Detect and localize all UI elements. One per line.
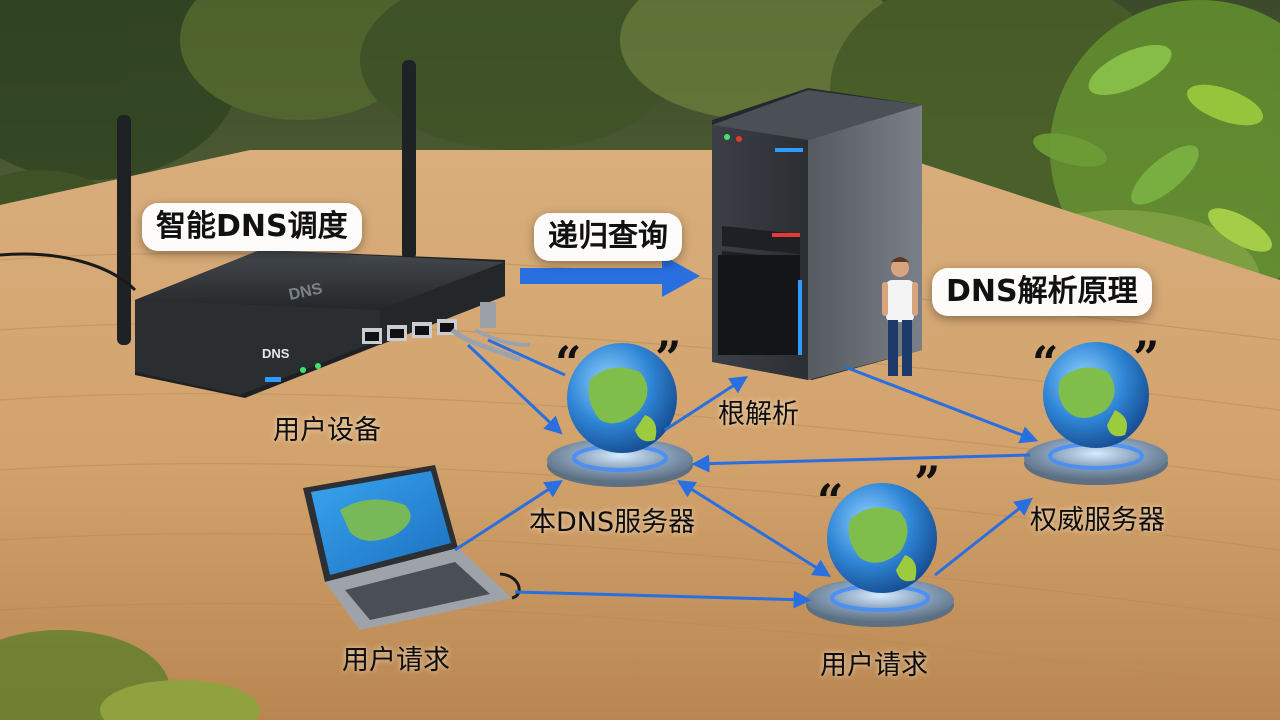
authoritative-server-label: 权威服务器 [1030,505,1165,536]
globe-icon-authoritative [1043,342,1149,448]
root-resolution-label: 根解析 [718,399,799,430]
arrow-router-to-server [487,338,566,377]
user-request-laptop-label: 用户请求 [342,645,450,676]
arrow-server-to-authoritative [844,365,1039,444]
user-request-globe-label: 用户请求 [820,650,928,681]
router-top-mark: DNS [287,280,324,304]
arrow-laptop-to-user-globe [514,590,812,609]
user-device-label: 用户设备 [273,415,381,446]
person-icon [882,257,918,376]
arrow-authoritative-to-local-dns [691,453,1031,473]
globe-pedestal-user-request [806,578,954,627]
recursive-query-callout: 递归查询 [534,213,682,261]
globe-pedestal-local-dns [547,438,693,487]
globe-pedestal-authoritative [1024,436,1168,485]
open-quote-authoritative: “ [1032,336,1059,390]
router-front-mark: DNS [262,346,290,361]
laptop-icon [303,465,521,630]
server-tower-icon [712,88,922,380]
dns-principle-callout: DNS解析原理 [932,268,1152,316]
local-dns-server-label: 本DNS服务器 [529,507,696,538]
close-quote-local-dns: ” [655,331,682,385]
open-quote-local-dns: “ [555,336,582,390]
close-quote-user-request: ” [914,456,941,510]
arrow-laptop-to-local-dns [454,480,564,552]
close-quote-authoritative: ” [1133,331,1160,385]
arrow-local-dns-to-root [664,376,749,432]
globe-icon-local-dns [567,343,677,453]
router-icon: DNS DNS [0,60,531,398]
arrow-router-to-local-dns [466,343,563,435]
arrow-local-dns-to-user-globe [676,480,832,577]
arrow-user-globe-to-authoritative [934,497,1033,577]
smart-dns-callout: 智能DNS调度 [142,203,362,251]
recursive-query-arrow [520,255,700,297]
open-quote-user-request: “ [817,474,844,528]
globe-icon-user-request [827,483,937,593]
